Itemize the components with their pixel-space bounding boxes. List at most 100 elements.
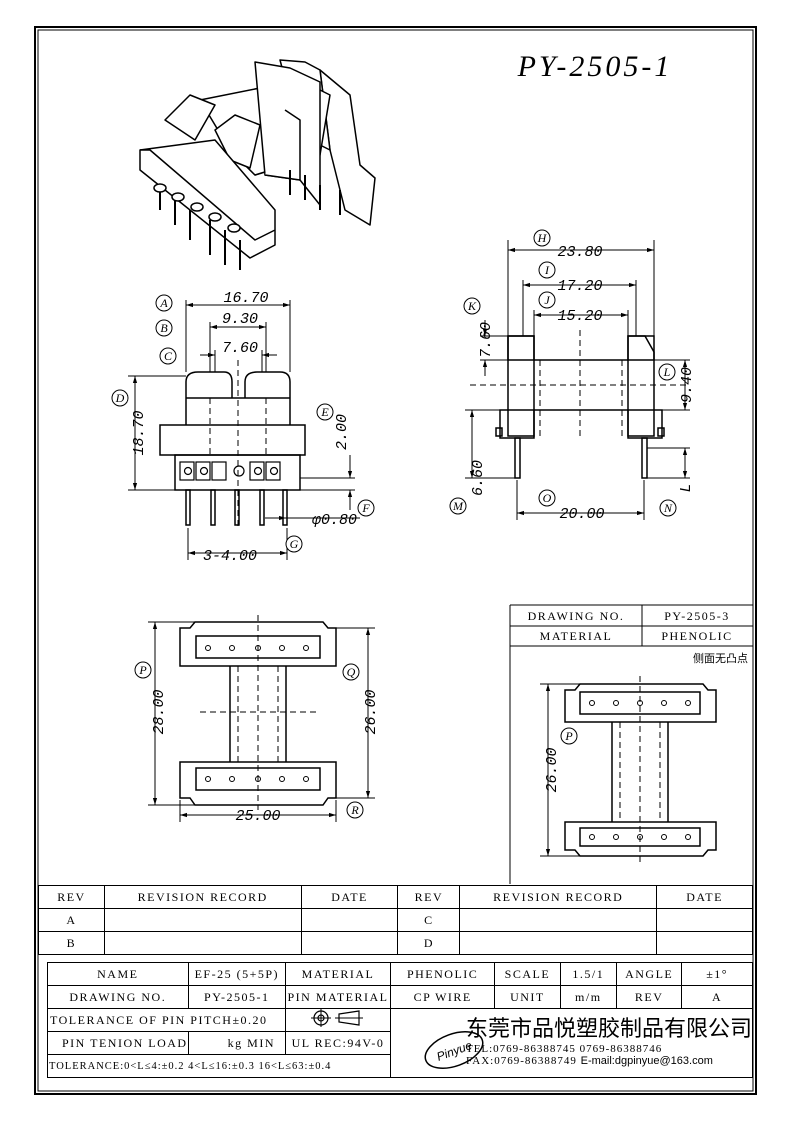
date-cell [300, 908, 399, 932]
dim-p2-value: 26.00 [544, 747, 561, 792]
unit-value: m/m [559, 985, 618, 1009]
bottom-view: 28.00 26.00 25.00 P Q R [134, 615, 380, 825]
rev-cell: D [397, 931, 461, 955]
ul-rec: UL REC:94V-0 [285, 1031, 391, 1055]
date-header: DATE [300, 885, 399, 909]
alt-material-value: PHENOLIC [661, 629, 732, 643]
company-cell: 东莞市品悦塑胶制品有限公司 TEL:0769-86388745 0769-863… [389, 1008, 754, 1078]
label-o: O [538, 489, 556, 507]
label-m: M [449, 497, 467, 515]
svg-text:Q: Q [347, 665, 356, 679]
label-c: C [159, 347, 177, 365]
svg-text:L: L [663, 365, 671, 379]
dim-m-value: 6.60 [470, 460, 487, 496]
label-p2: P [560, 727, 578, 745]
alternate-view-box: DRAWING NO. PY-2505-3 MATERIAL PHENOLIC … [509, 604, 753, 884]
svg-text:O: O [543, 491, 552, 505]
revision-record-header: REVISION RECORD [459, 885, 658, 909]
dim-q-value: 26.00 [363, 689, 380, 734]
rev-cell: B [38, 931, 105, 955]
dim-r-value: 25.00 [235, 808, 280, 825]
drawing-no-value: PY-2505-1 [187, 985, 287, 1009]
company-email: E-mail:dgpinyue@163.com [580, 1055, 713, 1067]
alt-material-label: MATERIAL [540, 629, 613, 643]
inner-frame [37, 29, 754, 1092]
side-view: 23.80 17.20 15.20 7.60 9.40 6.60 L 20.00… [449, 229, 696, 523]
svg-text:C: C [164, 349, 173, 363]
scale-value: 1.5/1 [559, 962, 618, 986]
front-view: 16.70 9.30 7.60 18.70 2.00 φ0.80 3-4.00 … [111, 290, 375, 565]
tolerance-ranges: TOLERANCE:0<L≤4:±0.2 4<L≤16:±0.3 16<L≤63… [47, 1054, 391, 1078]
dim-k-value: 7.60 [478, 322, 495, 358]
date-cell [656, 908, 753, 932]
rev-header: REV [38, 885, 105, 909]
pin-material-label: PIN MATERIAL [285, 985, 391, 1009]
dim-i-value: 17.20 [557, 278, 602, 295]
dim-c-value: 7.60 [222, 340, 258, 357]
label-l: L [658, 363, 676, 381]
label-i: I [538, 261, 556, 279]
dim-f-value: φ0.80 [312, 512, 357, 529]
svg-text:F: F [361, 501, 370, 515]
svg-text:A: A [159, 296, 168, 310]
label-e: E [316, 403, 334, 421]
dim-n-value: L [678, 483, 695, 492]
label-f: F [357, 499, 375, 517]
svg-text:H: H [537, 231, 548, 245]
label-q: Q [342, 663, 360, 681]
date-cell [300, 931, 399, 955]
name-label: NAME [47, 962, 189, 986]
date-header: DATE [656, 885, 753, 909]
title-block: NAME EF-25 (5+5P) MATERIAL PHENOLIC SCAL… [46, 962, 754, 1078]
rev-label: REV [616, 985, 683, 1009]
record-cell [459, 931, 658, 955]
label-p: P [134, 661, 152, 679]
label-a: A [155, 294, 173, 312]
svg-text:R: R [350, 803, 359, 817]
svg-text:E: E [320, 405, 329, 419]
company-tel: TEL:0769-86388745 0769-86388746 [465, 1043, 663, 1055]
company-fax: FAX:0769-86388749 [465, 1055, 577, 1067]
company-name: 东莞市品悦塑胶制品有限公司 [465, 1017, 752, 1042]
alt-note: 侧面无凸点 [693, 652, 748, 665]
svg-text:J: J [544, 293, 550, 307]
label-b: B [155, 319, 173, 337]
svg-text:M: M [452, 499, 464, 513]
material-value: PHENOLIC [389, 962, 496, 986]
dim-d-value: 18.70 [131, 410, 148, 455]
svg-text:P: P [138, 663, 147, 677]
dim-e-value: 2.00 [334, 414, 351, 450]
dim-p-value: 28.00 [151, 689, 168, 734]
svg-text:B: B [160, 321, 168, 335]
rev-cell: C [397, 908, 461, 932]
angle-value: ±1° [681, 962, 753, 986]
record-cell [103, 931, 302, 955]
scale-label: SCALE [494, 962, 561, 986]
revision-header-row: REV REVISION RECORD DATE REV REVISION RE… [38, 885, 753, 909]
dim-a-value: 16.70 [223, 290, 268, 307]
outer-frame [34, 26, 757, 1095]
material-label: MATERIAL [285, 962, 391, 986]
rev-value: A [681, 985, 753, 1009]
svg-text:I: I [544, 263, 550, 277]
revision-table: REV REVISION RECORD DATE REV REVISION RE… [38, 885, 753, 955]
part-number-title: PY-2505-1 [517, 50, 673, 83]
svg-text:P: P [564, 729, 573, 743]
drawing-no-label: DRAWING NO. [47, 985, 189, 1009]
revision-record-header: REVISION RECORD [103, 885, 302, 909]
label-h: H [533, 229, 551, 247]
label-d: D [111, 389, 129, 407]
pin-load-label: PIN TENION LOAD [47, 1031, 189, 1055]
label-j: J [538, 291, 556, 309]
revision-row: B D [38, 931, 753, 955]
dim-b-value: 9.30 [222, 311, 258, 328]
svg-text:D: D [115, 391, 125, 405]
unit-label: UNIT [494, 985, 561, 1009]
pin-load-value: kg MIN [187, 1031, 287, 1055]
alt-drawing-no-value: PY-2505-3 [664, 609, 730, 623]
rev-cell: A [38, 908, 105, 932]
dim-o-value: 20.00 [559, 506, 604, 523]
pin-material-value: CP WIRE [389, 985, 496, 1009]
angle-label: ANGLE [616, 962, 683, 986]
